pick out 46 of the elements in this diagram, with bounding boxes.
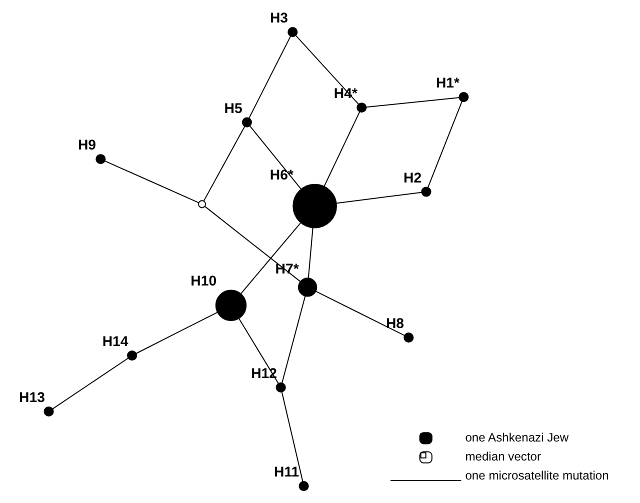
connector — [248, 36, 292, 118]
node-circle — [298, 481, 309, 492]
connector — [336, 192, 422, 204]
node-circle — [458, 92, 469, 102]
connector — [366, 97, 460, 108]
node-circle — [298, 278, 318, 297]
connector — [324, 112, 360, 187]
legend-label: one Ashkenazi Jew — [465, 430, 569, 444]
node-circle — [215, 290, 247, 322]
node-circle — [356, 102, 367, 113]
node-label: H3 — [270, 10, 288, 26]
connector — [282, 296, 306, 384]
node-circle — [288, 27, 298, 38]
connector — [249, 126, 302, 190]
connector — [204, 206, 301, 282]
node-label: H14 — [102, 333, 128, 350]
node-circle — [421, 186, 432, 197]
node-circle — [292, 184, 337, 228]
node-circle — [96, 154, 106, 164]
legend-label: median vector — [465, 449, 542, 464]
node-label: H5 — [224, 100, 242, 116]
connector — [240, 222, 301, 294]
node-circle — [44, 406, 54, 417]
connector — [238, 318, 279, 384]
connector — [136, 312, 218, 354]
node-label: H1* — [436, 74, 460, 91]
connector — [427, 101, 462, 188]
node-label: H11 — [274, 464, 300, 480]
legend-label: one microsatellite mutation — [465, 468, 609, 483]
node-label: H2 — [404, 169, 422, 186]
node-circle — [276, 382, 286, 392]
node-circle — [404, 332, 414, 343]
connector — [52, 358, 128, 410]
connector — [308, 228, 314, 278]
connector — [203, 126, 246, 202]
connector — [316, 290, 405, 336]
node-label: H10 — [190, 272, 217, 288]
node-circle — [198, 200, 206, 208]
connector — [104, 160, 199, 204]
connector — [281, 392, 304, 482]
node-label: H8 — [386, 315, 404, 332]
connector — [296, 35, 359, 105]
node-circle — [127, 350, 138, 361]
node-label: H9 — [78, 136, 96, 153]
node-circle — [242, 117, 252, 128]
node-label: H13 — [19, 389, 45, 406]
